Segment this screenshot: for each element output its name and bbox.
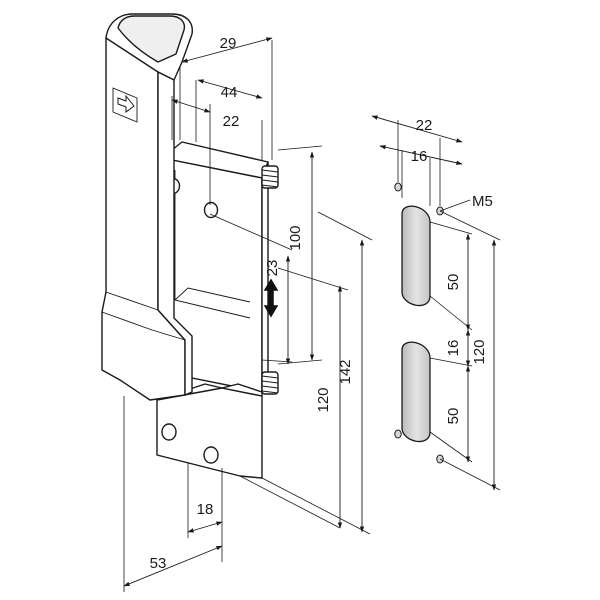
dimension-44: 44	[221, 84, 238, 101]
spring-top	[261, 165, 279, 189]
mounting-hole	[203, 446, 219, 464]
slot-upper	[401, 205, 431, 307]
dimension-53: 53	[150, 555, 167, 572]
slot-lower	[401, 341, 431, 443]
dimension-120-right: 120	[471, 339, 488, 364]
dimension-29: 29	[220, 35, 237, 52]
dimension-50-upper: 50	[445, 274, 462, 291]
strike-plate-template: 22 16 M5 50 16 50 120	[371, 115, 501, 491]
dimension-18: 18	[197, 501, 214, 518]
handle	[101, 13, 193, 401]
movement-arrow-icon	[263, 278, 279, 318]
dimension-100: 100	[287, 225, 304, 250]
mounting-hole	[161, 423, 177, 441]
dimension-22-plate: 22	[416, 117, 433, 134]
dimension-16-top: 16	[411, 148, 428, 165]
dimension-22: 22	[223, 113, 240, 130]
direction-arrow-icon	[112, 87, 138, 123]
screw-bottom-left	[394, 429, 402, 439]
mounting-hole	[203, 201, 219, 219]
screw-top-left	[394, 182, 402, 192]
dimension-120: 120	[315, 387, 332, 412]
latch-assembly	[101, 13, 279, 479]
dimension-50-lower: 50	[445, 408, 462, 425]
dimension-16-middle: 16	[445, 340, 462, 357]
thread-label-m5: M5	[472, 193, 493, 210]
spring-bottom	[261, 371, 279, 395]
dimension-23: 23	[264, 260, 281, 277]
bottom-plate	[156, 383, 263, 479]
dimension-142: 142	[337, 359, 354, 384]
latch-dimensions: 29 44 22 100 23 120 142 18	[123, 35, 373, 592]
